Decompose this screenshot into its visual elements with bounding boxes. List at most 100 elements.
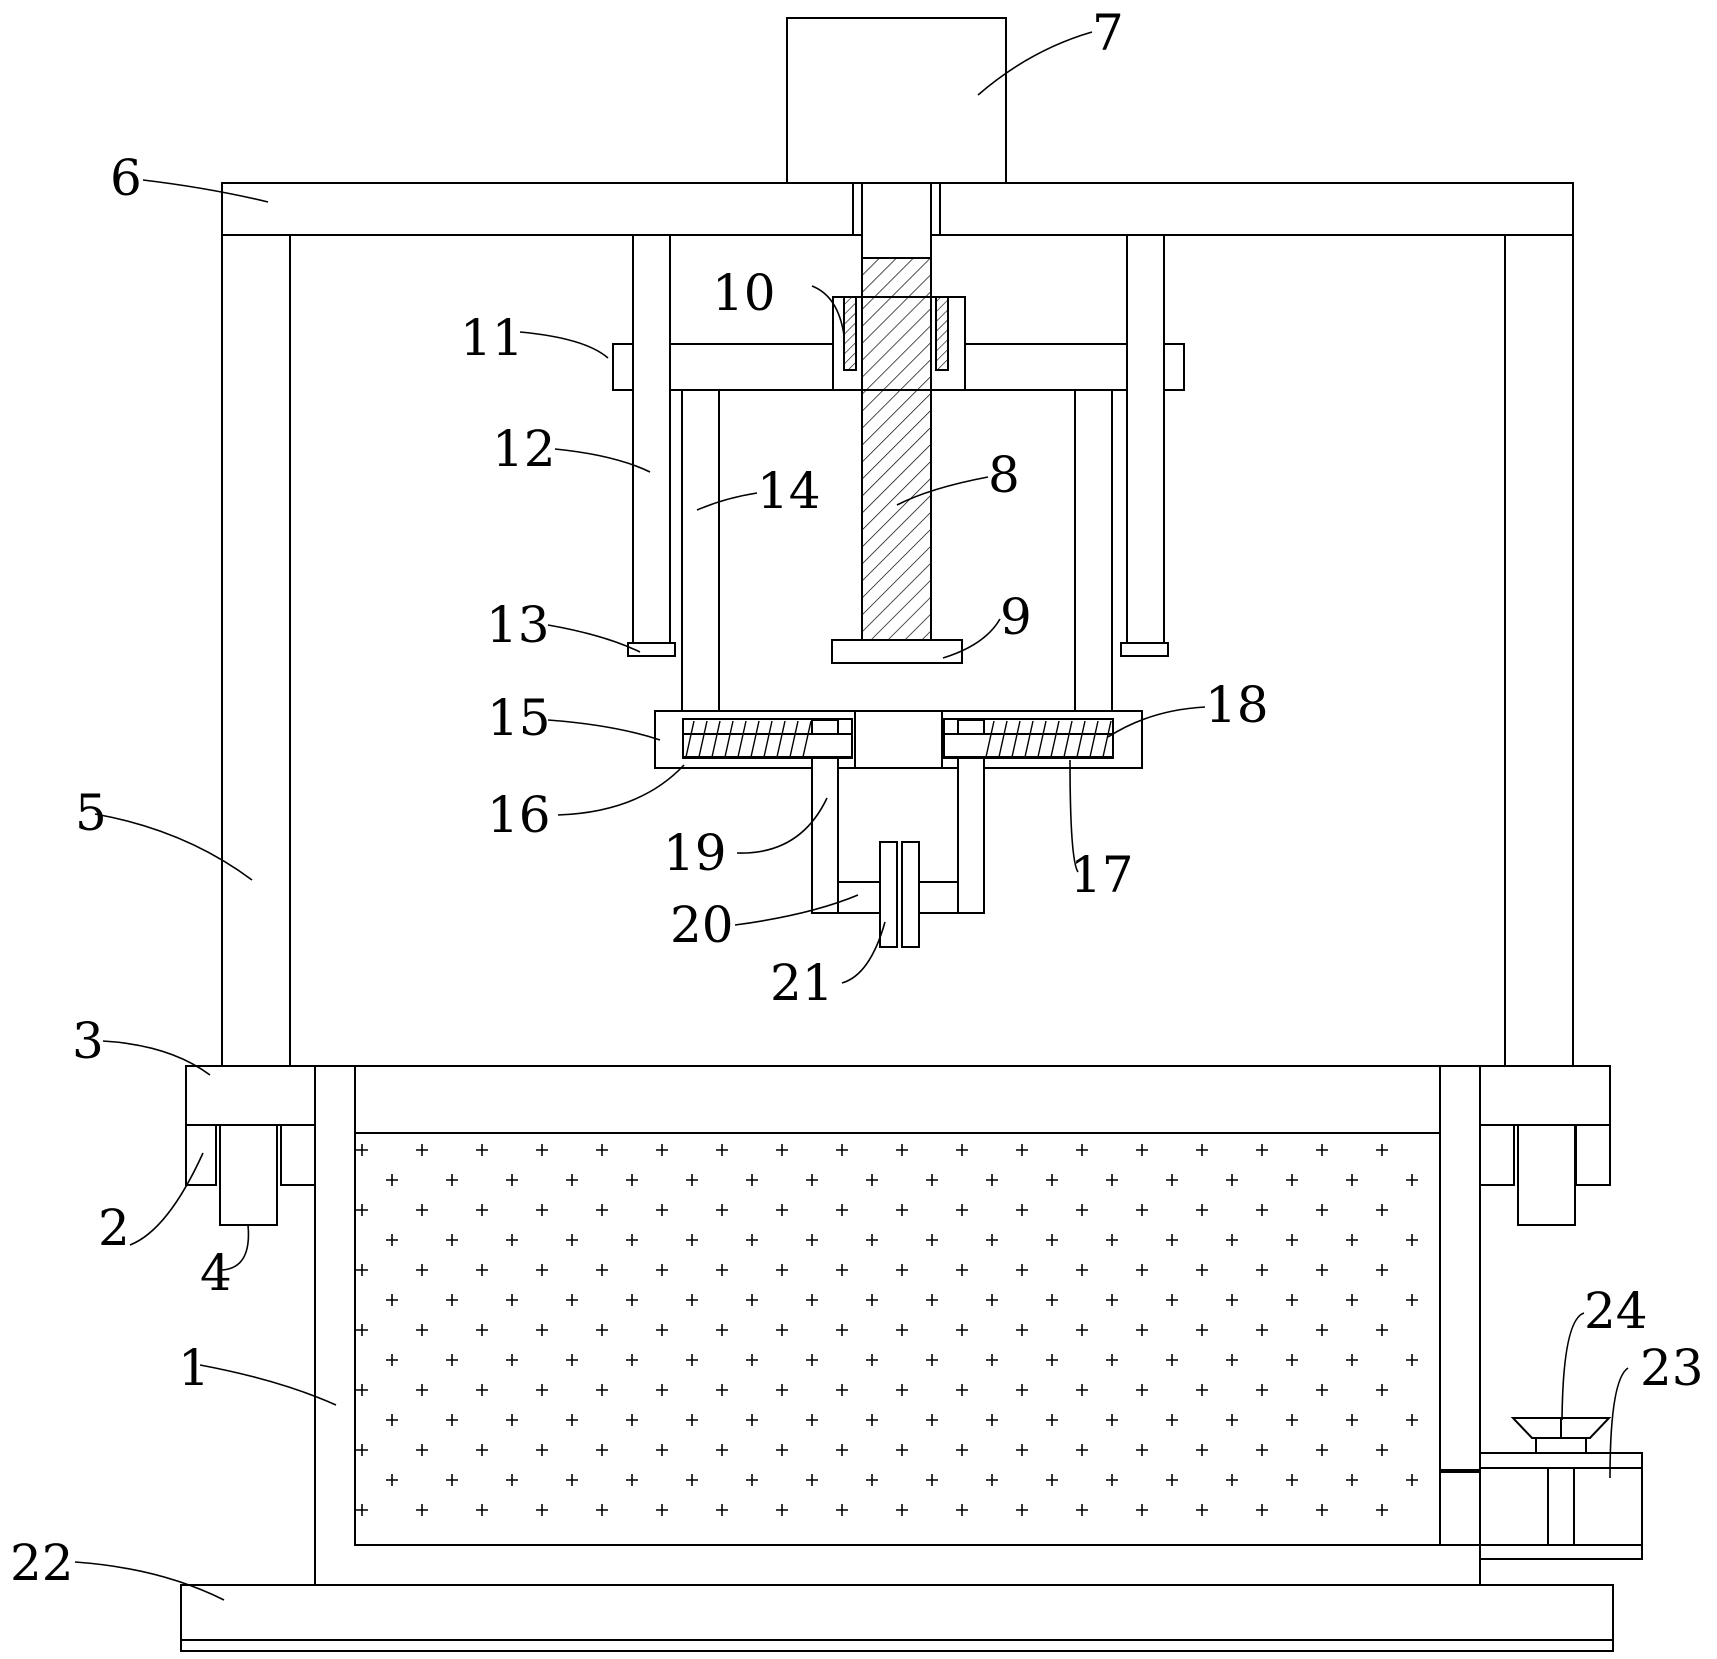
filter-cross [746, 1474, 758, 1486]
filter-cross [596, 1144, 608, 1156]
spring-coil [737, 720, 747, 758]
filter-cross [776, 1264, 788, 1276]
filter-cross [1076, 1204, 1088, 1216]
filter-cross [746, 1294, 758, 1306]
filter-cross [866, 1174, 878, 1186]
filter-cross [1046, 1174, 1058, 1186]
filter-cross [1046, 1474, 1058, 1486]
filter-cross [716, 1444, 728, 1456]
filter-cross [926, 1234, 938, 1246]
spring-coil [776, 720, 786, 758]
spring-coil [1063, 720, 1073, 758]
filter-cross [1406, 1354, 1418, 1366]
filter-cross [866, 1354, 878, 1366]
label-24: 24 [1584, 1282, 1648, 1340]
screw-rod-shaft [861, 182, 932, 259]
label-15: 15 [487, 689, 551, 747]
filter-cross [956, 1504, 968, 1516]
label-1: 1 [178, 1339, 210, 1397]
filter-cross [1256, 1264, 1268, 1276]
filter-cross [1256, 1144, 1268, 1156]
filter-cross [386, 1354, 398, 1366]
filter-medium-pattern [356, 1144, 1418, 1516]
filter-cross [536, 1504, 548, 1516]
label-16: 16 [487, 786, 551, 844]
filter-cross [1136, 1504, 1148, 1516]
filter-cross [866, 1234, 878, 1246]
filter-cross [1406, 1294, 1418, 1306]
filter-cross [986, 1174, 998, 1186]
filter-cross [1376, 1444, 1388, 1456]
filter-cross [656, 1384, 668, 1396]
filter-cross [476, 1264, 488, 1276]
filter-cross [986, 1354, 998, 1366]
filter-cross [416, 1444, 428, 1456]
left-bracket [185, 1065, 316, 1226]
filter-cross [836, 1204, 848, 1216]
filter-cross [746, 1234, 758, 1246]
filter-cross [1226, 1294, 1238, 1306]
filter-cross [566, 1174, 578, 1186]
label-7: 7 [1092, 4, 1124, 62]
filter-cross [416, 1384, 428, 1396]
filter-cross [566, 1474, 578, 1486]
label-9: 9 [1000, 588, 1032, 646]
left-guide-rail [612, 234, 676, 657]
label-5: 5 [75, 784, 107, 842]
filter-cross [356, 1324, 368, 1336]
filter-cross [1136, 1324, 1148, 1336]
spring-coil [985, 720, 995, 758]
spring-coil [1037, 720, 1047, 758]
filter-cross [1196, 1384, 1208, 1396]
press-plate [831, 639, 963, 664]
filter-cross [446, 1474, 458, 1486]
filter-cross [926, 1294, 938, 1306]
part-labels: 7 6 10 11 12 14 8 9 13 15 18 16 17 19 20… [10, 4, 1704, 1592]
filter-cross [566, 1354, 578, 1366]
filter-cross [506, 1294, 518, 1306]
filter-cross [596, 1204, 608, 1216]
filter-cross [956, 1384, 968, 1396]
filter-cross [356, 1264, 368, 1276]
label-10: 10 [712, 264, 776, 322]
filter-cross [446, 1294, 458, 1306]
base-plate [180, 1584, 1614, 1652]
filter-cross [896, 1204, 908, 1216]
label-18: 18 [1205, 676, 1269, 734]
filter-cross [356, 1444, 368, 1456]
filter-cross [566, 1414, 578, 1426]
filter-cross [1076, 1444, 1088, 1456]
filter-cross [716, 1204, 728, 1216]
filter-cross [386, 1474, 398, 1486]
label-22: 22 [10, 1534, 74, 1592]
filter-cross [1346, 1174, 1358, 1186]
filter-cross [1196, 1504, 1208, 1516]
filter-cross [1346, 1234, 1358, 1246]
filter-cross [1016, 1264, 1028, 1276]
filter-cross [1046, 1294, 1058, 1306]
filter-cross [956, 1324, 968, 1336]
filter-cross [1256, 1324, 1268, 1336]
label-17: 17 [1070, 846, 1134, 904]
filter-cross [716, 1264, 728, 1276]
filter-cross [1316, 1384, 1328, 1396]
filter-cross [686, 1474, 698, 1486]
filter-cross [776, 1204, 788, 1216]
filter-cross [716, 1384, 728, 1396]
spring-coil [1024, 720, 1034, 758]
filter-cross [746, 1354, 758, 1366]
right-guide-rail [1120, 234, 1185, 657]
filter-cross [836, 1264, 848, 1276]
filter-cross [1256, 1204, 1268, 1216]
filter-cross [1016, 1384, 1028, 1396]
filter-cross [476, 1144, 488, 1156]
spring-coil [685, 720, 695, 758]
filter-cross [1166, 1174, 1178, 1186]
filter-cross [476, 1444, 488, 1456]
filter-cross [836, 1384, 848, 1396]
filter-cross [446, 1354, 458, 1366]
filter-cross [1376, 1324, 1388, 1336]
filter-cross [656, 1264, 668, 1276]
filter-cross [1046, 1234, 1058, 1246]
filter-cross [956, 1144, 968, 1156]
